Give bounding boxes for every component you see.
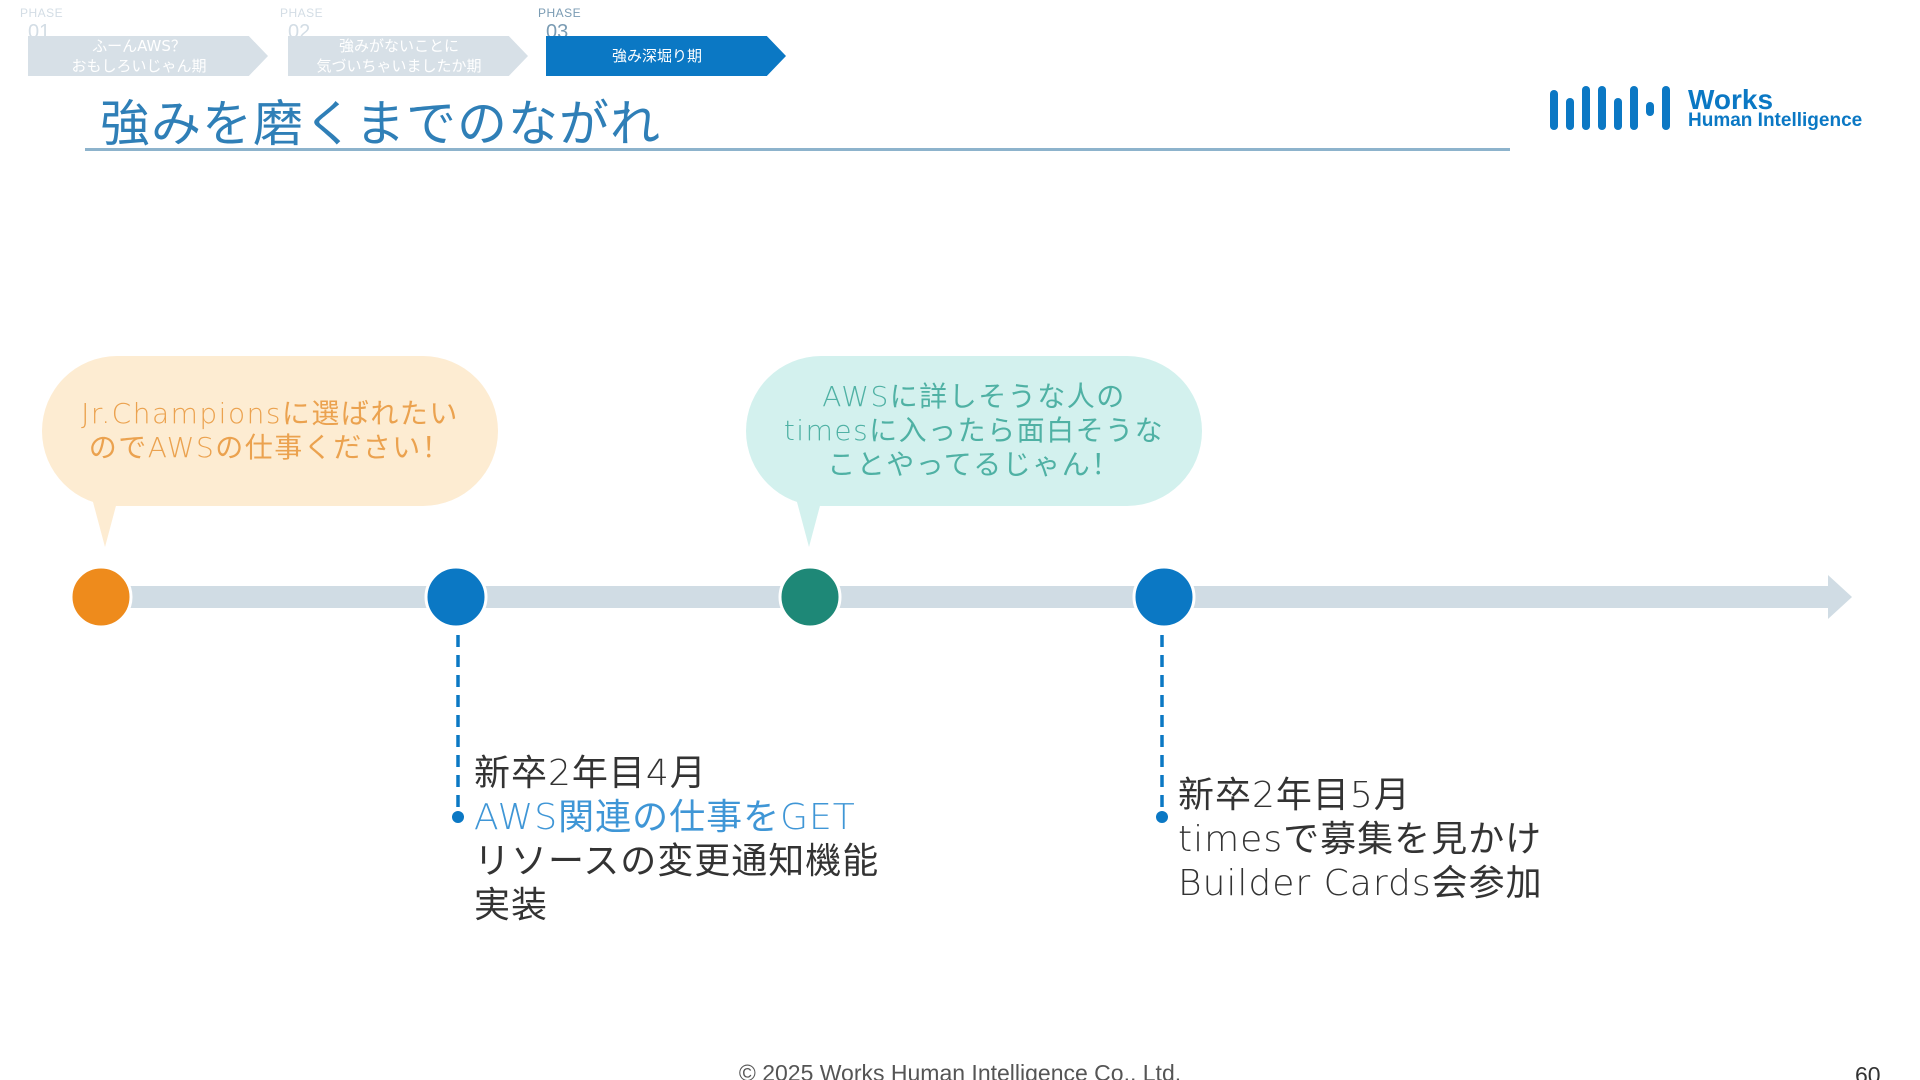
- phase-label: PHASE: [20, 6, 64, 20]
- event-detail: timesで募集を見かけ: [1178, 819, 1543, 860]
- phase-chevron: ふーんAWS？ おもしろいじゃん期: [28, 36, 268, 76]
- event-detail: Builder Cards会参加: [1178, 863, 1543, 904]
- bubble-line: ことやってるじゃん！: [827, 448, 1121, 481]
- event-detail: 実装: [474, 885, 549, 926]
- phase-title-line2: おもしろいじゃん期: [71, 57, 207, 75]
- phase-label: PHASE: [280, 6, 324, 20]
- timeline-node-blue-1: [424, 565, 488, 629]
- event-date: 新卒2年目4月: [474, 753, 707, 794]
- phase-label: PHASE: [538, 6, 582, 20]
- bubble-line: のでAWSの仕事ください！: [88, 431, 452, 464]
- logo-wordmark-works: Works: [1688, 84, 1774, 115]
- event-may: 新卒2年目5月 timesで募集を見かけ Builder Cards会参加: [1178, 774, 1543, 906]
- bubble-tail-teal: [797, 502, 821, 547]
- phase-03[interactable]: PHASE 03 強み深堀り期: [538, 6, 798, 76]
- page-number: 60: [1855, 1062, 1881, 1080]
- phase-02[interactable]: PHASE 02 強みがないことに 気づいちゃいましたか期: [280, 6, 540, 76]
- phase-chevron: 強みがないことに 気づいちゃいましたか期: [288, 36, 528, 76]
- title-divider: [85, 148, 1510, 151]
- phase-01[interactable]: PHASE 01 ふーんAWS？ おもしろいじゃん期: [20, 6, 280, 76]
- phase-title-line1: ふーんAWS？: [92, 37, 186, 55]
- event-connector-dot-1: [452, 811, 464, 823]
- event-connector-dot-2: [1156, 811, 1168, 823]
- phase-chevron: 強み深堀り期: [546, 36, 786, 76]
- phase-title-line1: 強みがないことに: [338, 37, 459, 55]
- speech-bubble-jr-champions: Jr.Championsに選ばれたい のでAWSの仕事ください！: [42, 356, 498, 506]
- phase-title: 強み深堀り期: [611, 47, 702, 65]
- copyright-footer: © 2025 Works Human Intelligence Co., Ltd…: [738, 1060, 1182, 1080]
- company-logo: Works Human Intelligence: [1548, 80, 1868, 135]
- bubble-line: AWSに詳しそうな人の: [822, 380, 1126, 413]
- event-april: 新卒2年目4月 AWS関連の仕事をGET リソースの変更通知機能 実装: [474, 752, 879, 928]
- page-title: 強みを磨くまでのながれ: [100, 95, 661, 153]
- works-bars-logo-icon: [1550, 86, 1670, 130]
- timeline-arrowhead: [1828, 575, 1852, 619]
- logo-wordmark-sub: Human Intelligence: [1688, 110, 1863, 131]
- bubble-line: timesに入ったら面白そうな: [783, 414, 1165, 447]
- bubble-tail-orange: [93, 502, 117, 547]
- bubble-line: Jr.Championsに選ばれたい: [81, 397, 459, 430]
- event-highlight: AWS関連の仕事をGET: [474, 797, 856, 838]
- phase-title-line2: 気づいちゃいましたか期: [316, 57, 482, 75]
- timeline-bar: [100, 586, 1830, 608]
- event-date: 新卒2年目5月: [1178, 775, 1411, 816]
- speech-bubble-times: AWSに詳しそうな人の timesに入ったら面白そうな ことやってるじゃん！: [746, 356, 1202, 506]
- event-detail: リソースの変更通知機能: [474, 841, 880, 882]
- timeline-node-orange: [69, 565, 133, 629]
- timeline-node-teal: [778, 565, 842, 629]
- timeline-node-blue-2: [1132, 565, 1196, 629]
